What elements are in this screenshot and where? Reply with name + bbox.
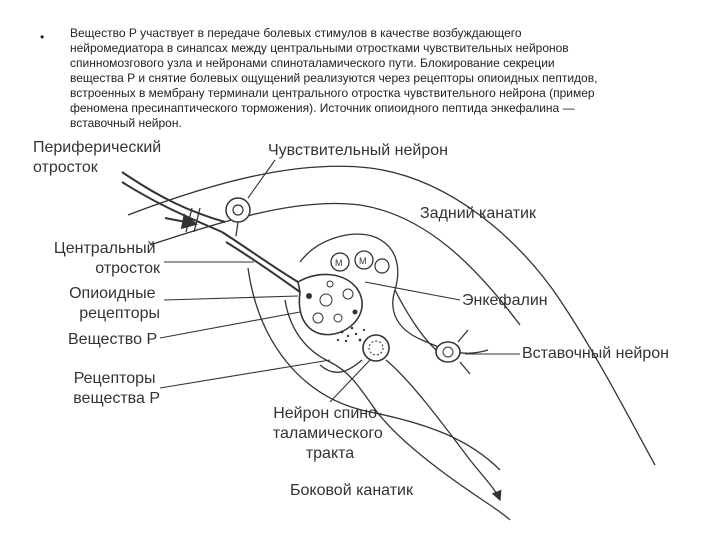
label-line: вещества Р bbox=[73, 390, 160, 407]
label-line: таламического bbox=[273, 425, 383, 442]
label-opioid-receptors: Опиоидные рецепторы bbox=[69, 285, 160, 322]
interneuron-body bbox=[395, 290, 470, 374]
label-line: отросток bbox=[33, 159, 99, 176]
label-spinothalamic-neuron: Нейрон спино- таламического тракта bbox=[273, 405, 387, 462]
label-peripheral-process: Периферический отросток bbox=[33, 139, 166, 176]
label-line: тракта bbox=[306, 445, 354, 462]
label-line: рецепторы bbox=[79, 305, 160, 322]
label-enkephalin: Энкефалин bbox=[462, 292, 548, 309]
label-line: Периферический bbox=[33, 139, 161, 156]
label-interneuron: Вставочный нейрон bbox=[522, 345, 669, 362]
interneuron-terminal: M M bbox=[331, 251, 389, 273]
label-posterior-funiculus: Задний канатик bbox=[420, 205, 537, 222]
label-line: Нейрон спино- bbox=[273, 405, 382, 422]
label-sensory-neuron: Чувствительный нейрон bbox=[268, 142, 448, 159]
label-line: Центральный bbox=[54, 240, 156, 257]
peripheral-process bbox=[122, 172, 225, 232]
label-line: отросток bbox=[95, 260, 161, 277]
label-central-process: Центральный отросток bbox=[54, 240, 161, 277]
spinal-cord-outline bbox=[128, 166, 655, 470]
central-terminal bbox=[298, 274, 362, 334]
sensory-neuron-body bbox=[226, 198, 250, 236]
label-substance-p: Вещество Р bbox=[68, 331, 157, 348]
vesicle-mark: M bbox=[359, 256, 367, 266]
label-substance-p-receptors: Рецепторы вещества Р bbox=[73, 370, 160, 407]
label-line: Опиоидные bbox=[69, 285, 156, 302]
label-line: Рецепторы bbox=[74, 370, 156, 387]
vesicle-mark: M bbox=[335, 258, 343, 268]
label-lateral-funiculus: Боковой канатик bbox=[290, 482, 414, 499]
